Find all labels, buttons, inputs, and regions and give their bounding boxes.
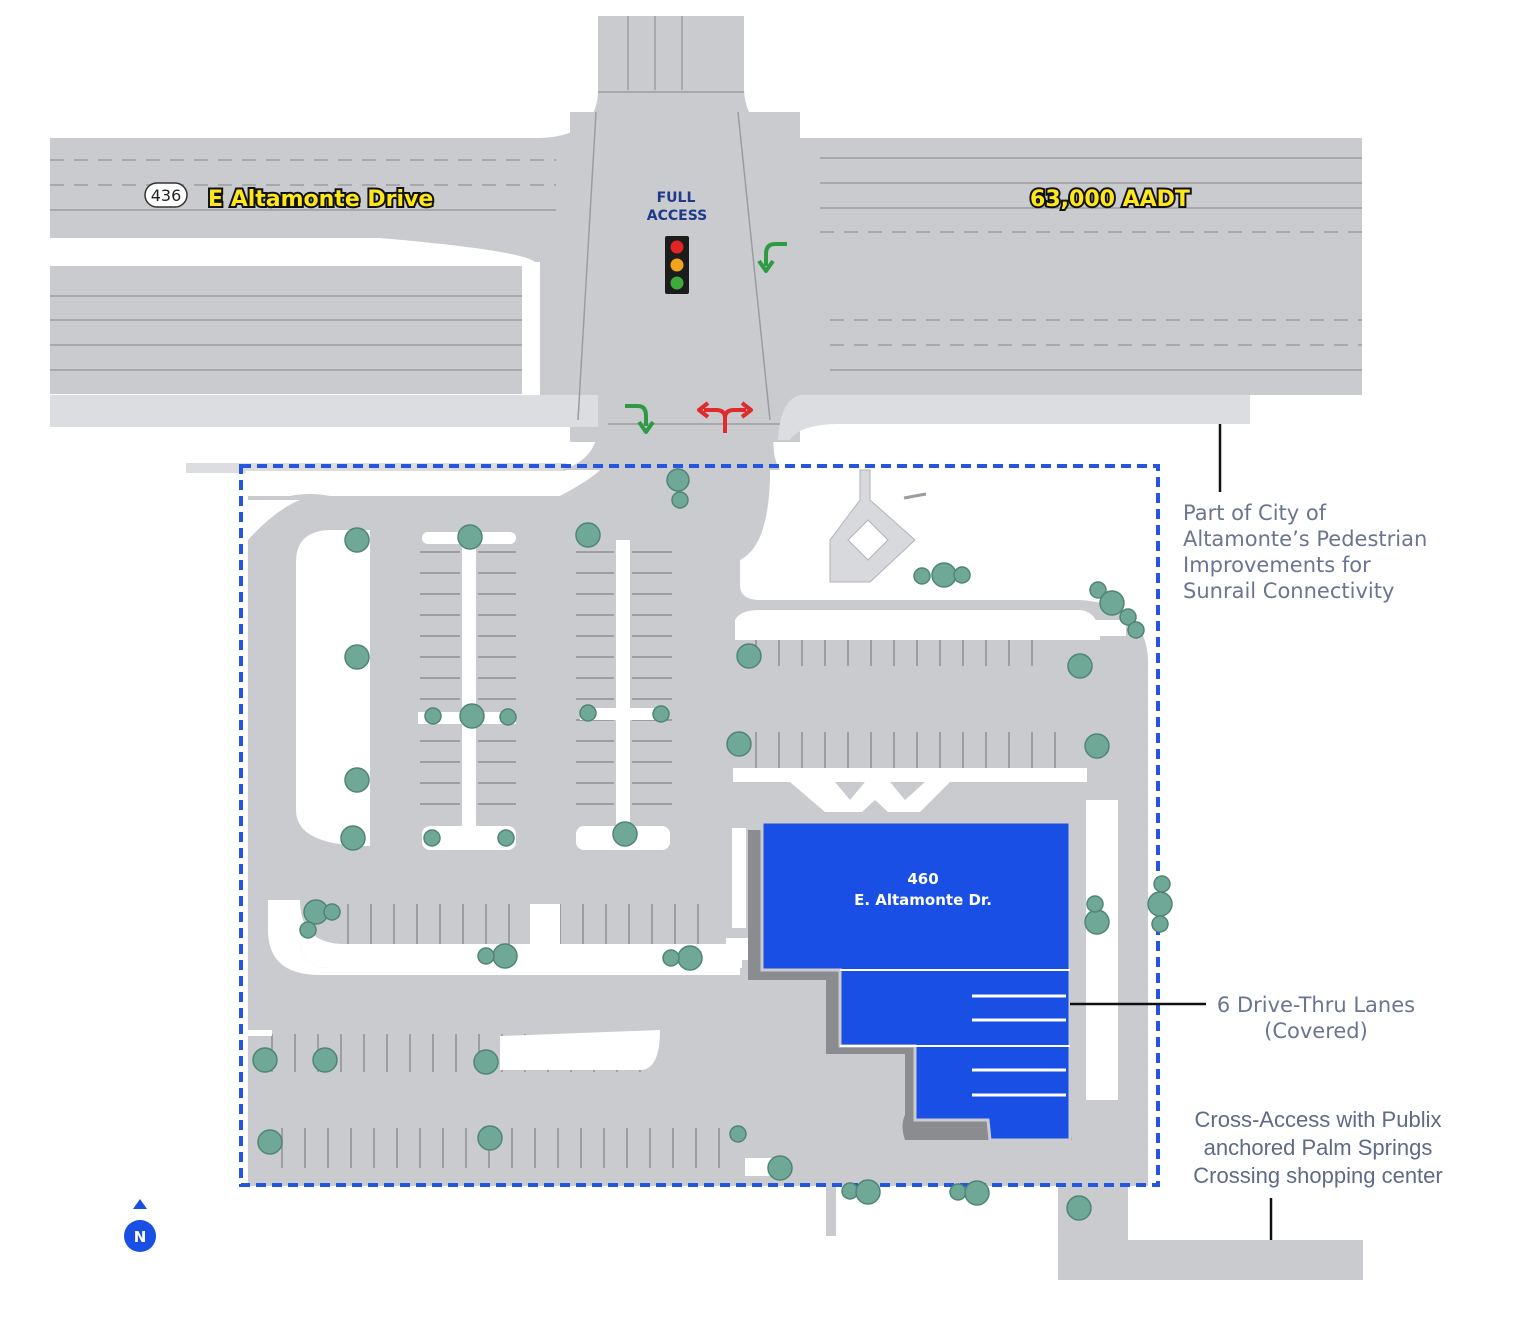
islands [248,470,1126,1176]
tree-icon [1067,653,1093,679]
site-boundary [239,464,1160,1187]
tree-icon [767,1155,793,1181]
building-shadow [748,830,1072,1140]
road-name-label: E Altamonte Drive [208,187,433,212]
tree-icon [1089,581,1107,599]
route-shield-number: 436 [151,186,182,205]
traffic-count-label: 63,000 AADT [1030,187,1190,212]
drive-thru-note-line: 6 Drive-Thru Lanes [1216,993,1416,1017]
drive-thru-note-line: (Covered) [1264,1019,1368,1043]
pedestrian-note-line: Part of City of [1183,501,1327,525]
tree-icon [953,566,971,584]
tree-icon [729,1125,747,1143]
tree-icon [575,522,601,548]
cross-access-note-line: Crossing shopping center [1193,1163,1443,1188]
tree-icon [477,1125,503,1151]
tree-icon [477,947,495,965]
traffic-signal-icon [665,236,689,294]
tree-icon [662,949,680,967]
tree-icon [1153,875,1171,893]
tree-icon [855,1179,881,1205]
tree-icon [473,1049,499,1075]
tree-icon [1066,1195,1092,1221]
building-number: 460 [907,870,938,888]
tree-icon [726,731,752,757]
north-label: N [134,1228,147,1246]
tree-icon [344,767,370,793]
callout-lines [1070,424,1273,1240]
tree-icon [1151,915,1169,933]
tree-icon [299,921,317,939]
tree-icon [312,1047,338,1073]
drive-thru-note: 6 Drive-Thru Lanes (Covered) [1206,992,1426,1044]
route-shield: 436 [144,182,188,208]
pedestrian-improvements-note: Part of City of Altamonte’s Pedestrian I… [1183,500,1503,604]
cross-access-note-line: anchored Palm Springs [1203,1135,1433,1160]
pedestrian-note-line: Sunrail Connectivity [1183,579,1395,603]
tree-icon [340,825,366,851]
tree-icon [913,567,931,585]
tree-icon [579,704,597,722]
tree-icon [736,643,762,669]
tree-icon [1147,891,1173,917]
tree-icon [257,1129,283,1155]
tree-icon [612,821,638,847]
tree-icon [671,491,689,509]
trees [252,468,1173,1221]
left-turn-in-arrow-icon [757,242,787,273]
tree-icon [323,903,341,921]
pedestrian-note-line: Altamonte’s Pedestrian [1183,527,1428,551]
tree-icon [1086,895,1104,913]
lane-markings [50,16,1362,425]
tree-icon [1084,909,1110,935]
exit-left-right-arrow-icon [697,401,753,433]
tree-icon [1127,621,1145,639]
tree-icon [1119,608,1137,626]
drive-thru-lane-lines [972,994,1066,1097]
tree-icon [677,945,703,971]
tree-icon [497,829,515,847]
tree-icon [492,943,518,969]
pedestrian-plaza [820,469,927,585]
tree-icon [949,1183,967,1201]
access-label-line2: ACCESS [647,208,707,224]
tree-icon [931,562,957,588]
cross-access-note-line: Cross-Access with Publix [1194,1107,1442,1132]
tree-icon [964,1180,990,1206]
roadways [50,16,1362,473]
tree-icon [344,527,370,553]
building[interactable]: 460 E. Altamonte Dr. [760,820,1072,1142]
pedestrian-note-line: Improvements for [1183,553,1371,577]
north-arrow-icon: N [124,1199,156,1252]
right-turn-in-arrow-icon [625,404,655,434]
tree-icon [652,705,670,723]
tree-icon [459,703,485,729]
tree-icon [499,708,517,726]
tree-icon [1084,733,1110,759]
tree-icon [666,468,690,492]
tree-icon [344,644,370,670]
tree-icon [252,1047,278,1073]
building-address: E. Altamonte Dr. [854,891,992,909]
cross-access-note: Cross-Access with Publix anchored Palm S… [1170,1106,1466,1190]
tree-icon [424,707,442,725]
tree-icon [423,829,441,847]
access-label-line1: FULL [657,190,696,206]
tree-icon [457,524,483,550]
tree-icon [1099,590,1125,616]
